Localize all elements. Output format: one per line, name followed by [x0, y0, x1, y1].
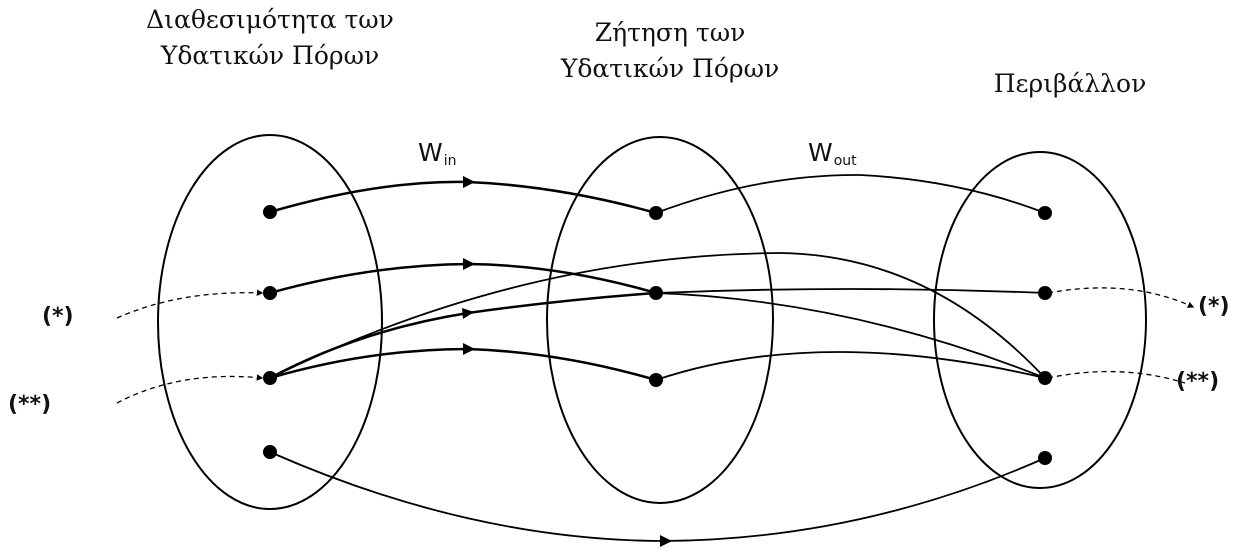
arrow-a2-d2 [463, 258, 475, 270]
edge-d2-e2 [655, 288, 1046, 294]
arrow-a3-d3 [463, 343, 475, 355]
arrow-a1-d1 [463, 176, 475, 188]
edge-d3-e3 [655, 351, 1046, 381]
demand-ellipse [546, 136, 774, 504]
edge-d1-e1 [655, 174, 1046, 214]
node-availability-3 [263, 371, 277, 385]
title-availability-line-1: Διαθεσιμότητα των [146, 5, 394, 34]
dashed-out-1 [1047, 287, 1195, 308]
title-environment: Περιβάλλον [900, 66, 1236, 102]
title-environment-line-1: Περιβάλλον [993, 69, 1147, 98]
w-out-edges [269, 174, 1046, 542]
environment-ellipse [933, 151, 1147, 489]
node-availability-4 [263, 445, 277, 459]
label-w-out: Wout [808, 138, 857, 169]
edge-a3-e3 [269, 252, 1046, 379]
node-demand-1 [649, 206, 663, 220]
node-environment-1 [1038, 206, 1052, 220]
w-in-arrows [462, 176, 475, 355]
title-demand-line-2: Υδατικών Πόρων [560, 54, 780, 83]
marker-single-right: (*) [1198, 294, 1230, 319]
edge-a4-e4 [269, 451, 1046, 542]
marker-double-left: (**) [8, 392, 52, 417]
title-availability-line-2: Υδατικών Πόρων [160, 41, 380, 70]
node-environment-4 [1038, 451, 1052, 465]
marker-single-left: (*) [42, 304, 74, 329]
node-availability-1 [263, 205, 277, 219]
dashed-out-2 [1047, 370, 1186, 384]
edge-d2-e3 [655, 292, 1046, 379]
marker-double-right: (**) [1176, 369, 1220, 394]
label-w-in: Win [418, 138, 457, 169]
dashed-edges [116, 287, 1195, 404]
availability-ellipse [157, 134, 383, 510]
title-water-availability: Διαθεσιμότητα των Υδατικών Πόρων [100, 2, 440, 74]
title-demand-line-1: Ζήτηση των [594, 18, 746, 47]
arrow-a4-e4 [660, 535, 672, 547]
node-demand-2 [649, 286, 663, 300]
dashed-in-2 [116, 374, 264, 404]
node-environment-3 [1038, 371, 1052, 385]
node-demand-3 [649, 373, 663, 387]
arrow-a3-d2 [462, 308, 474, 319]
nodes [263, 205, 1052, 465]
node-availability-2 [263, 286, 277, 300]
title-water-demand: Ζήτηση των Υδατικών Πόρων [500, 15, 840, 87]
node-environment-2 [1038, 286, 1052, 300]
dashed-in-1 [116, 289, 264, 319]
